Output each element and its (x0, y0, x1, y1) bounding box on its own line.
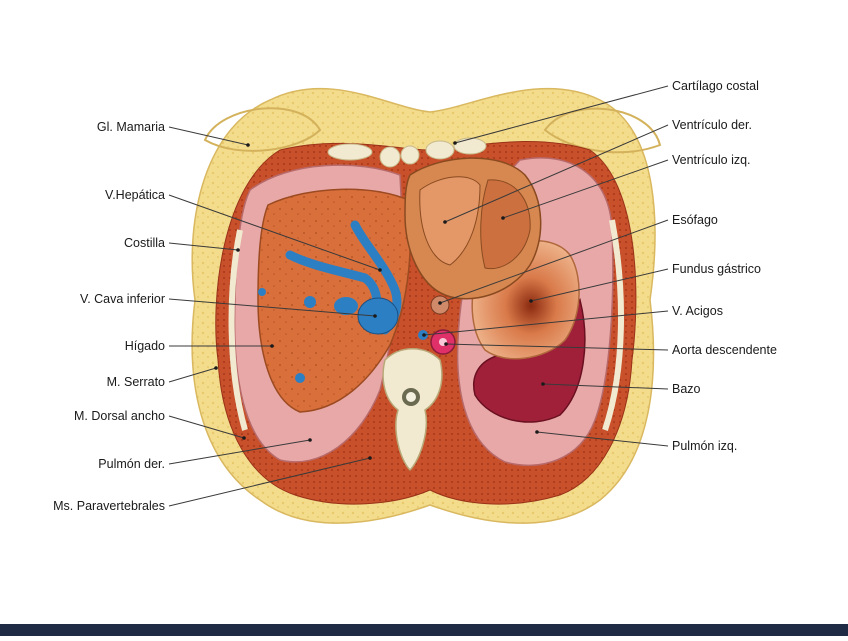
costal-cartilage-2 (380, 147, 400, 167)
costal-cartilage-4 (426, 141, 454, 159)
label-pulmon-der: Pulmón der. (98, 457, 165, 471)
leader-dot-higado (270, 344, 274, 348)
leader-dot-m-serrato (214, 366, 218, 370)
leader-dot-v-acigos (422, 333, 426, 337)
leader-dot-pulmon-der (308, 438, 312, 442)
leader-dot-aorta-descendente (444, 342, 448, 346)
costal-cartilage-1 (328, 144, 372, 160)
leader-dot-pulmon-izq (535, 430, 539, 434)
label-m-dorsal-ancho: M. Dorsal ancho (74, 409, 165, 423)
hepatic-vein-dot-3 (258, 288, 266, 296)
leader-dot-bazo (541, 382, 545, 386)
label-pulmon-izq: Pulmón izq. (672, 439, 737, 453)
label-v-acigos: V. Acigos (672, 304, 723, 318)
esophagus-shape (431, 296, 449, 314)
label-ventriculo-izq: Ventrículo izq. (672, 153, 751, 167)
label-gl-mamaria: Gl. Mamaria (97, 120, 165, 134)
hepatic-vein-branch (334, 297, 358, 315)
inferior-vena-cava-shape (358, 298, 398, 334)
leader-dot-gl-mamaria (246, 143, 250, 147)
label-costilla: Costilla (124, 236, 165, 250)
leader-dot-costilla (236, 248, 240, 252)
label-aorta-descendente: Aorta descendente (672, 343, 777, 357)
leader-dot-cartilago-costal (453, 141, 457, 145)
leader-dot-m-dorsal-ancho (242, 436, 246, 440)
costal-cartilage-3 (401, 146, 419, 164)
label-cartilago-costal: Cartílago costal (672, 79, 759, 93)
label-m-serrato: M. Serrato (107, 375, 165, 389)
label-ventriculo-der: Ventrículo der. (672, 118, 752, 132)
leader-dot-v-hepatica (378, 268, 382, 272)
label-bazo: Bazo (672, 382, 701, 396)
bottom-bar (0, 624, 848, 636)
label-v-hepatica: V.Hepática (105, 188, 165, 202)
label-fundus-gastrico: Fundus gástrico (672, 262, 761, 276)
leader-dot-ventriculo-izq (501, 216, 505, 220)
spinal-cord (406, 392, 416, 402)
leader-dot-esofago (438, 301, 442, 305)
leader-dot-v-cava-inferior (373, 314, 377, 318)
leader-dot-ms-paravertebrales (368, 456, 372, 460)
costal-cartilage-5 (454, 138, 486, 154)
leader-dot-fundus-gastrico (529, 299, 533, 303)
hepatic-vein-dot-2 (295, 373, 305, 383)
label-v-cava-inferior: V. Cava inferior (80, 292, 165, 306)
label-esofago: Esófago (672, 213, 718, 227)
label-higado: Hígado (125, 339, 165, 353)
label-ms-paravertebrales: Ms. Paravertebrales (53, 499, 165, 513)
leader-dot-ventriculo-der (443, 220, 447, 224)
hepatic-vein-dot-1 (304, 296, 316, 308)
